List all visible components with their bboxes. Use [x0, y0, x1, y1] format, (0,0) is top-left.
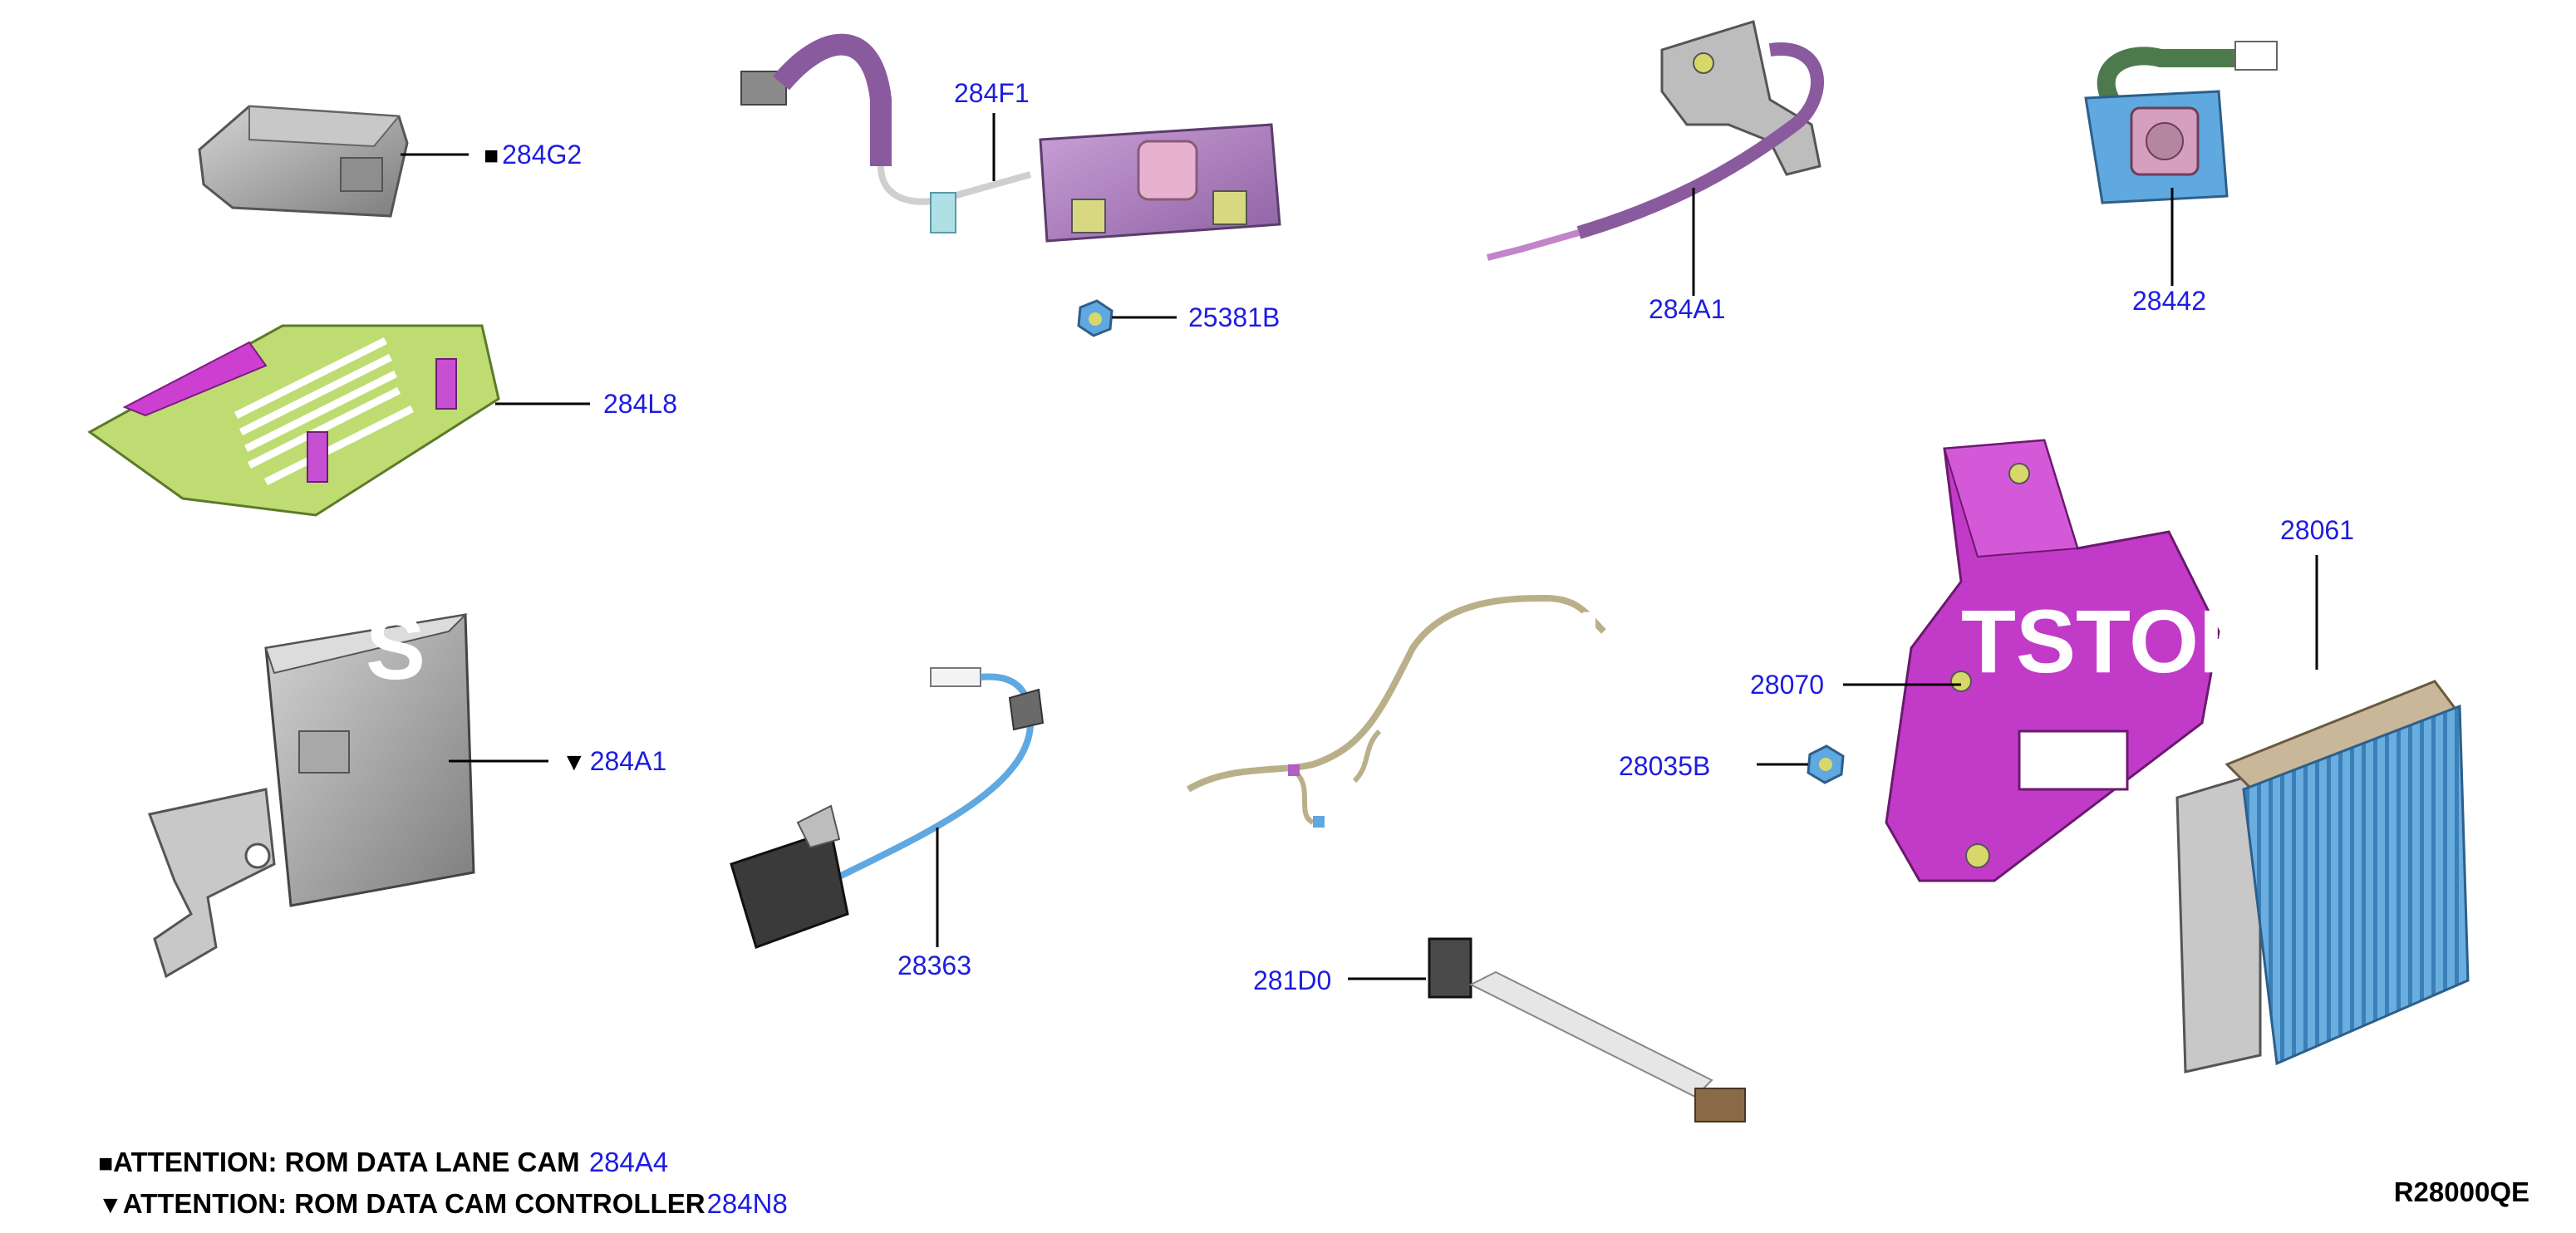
- part-label-281D0[interactable]: 281D0: [1253, 967, 1331, 994]
- square-marker: ■: [98, 1150, 114, 1177]
- part-label-28363[interactable]: 28363: [897, 952, 971, 979]
- magenta-bracket: [1885, 439, 2220, 882]
- amplifier-28061: [2175, 680, 2470, 1073]
- camera-cover-284L8: [87, 324, 500, 517]
- part-label-25381B[interactable]: 25381B: [1188, 304, 1280, 331]
- part-number: 284G2: [502, 140, 583, 169]
- part-label-284G2[interactable]: ■284G2: [484, 141, 582, 169]
- watermark-fragment-3: TSTOR: [1961, 591, 2264, 691]
- cam-controller-284A1: [147, 613, 475, 979]
- part-label-284F1[interactable]: 284F1: [954, 80, 1030, 106]
- leader-lines: [401, 113, 2318, 980]
- part-number: 28035B: [1619, 751, 1711, 781]
- part-number: 28363: [897, 951, 971, 980]
- part-number: 28070: [1750, 670, 1824, 700]
- sensor-281D0: [1428, 937, 1746, 1122]
- part-number: 28061: [2280, 515, 2354, 545]
- harness-284A1: [1487, 20, 1824, 261]
- watermark-fragment-1: S: [366, 597, 426, 698]
- diagram-code: R28000QE: [2393, 1177, 2529, 1207]
- part-label-28061[interactable]: 28061: [2280, 517, 2354, 543]
- note-text: ATTENTION: ROM DATA CAM CONTROLLER: [122, 1188, 705, 1219]
- part-number: 284A1: [1649, 294, 1726, 324]
- nut-28035B: [1807, 744, 1845, 784]
- part-number: 28442: [2132, 286, 2206, 316]
- part-label-28035B[interactable]: 28035B: [1619, 753, 1710, 779]
- part-number: 25381B: [1188, 302, 1281, 332]
- part-label-28070[interactable]: 28070: [1750, 671, 1824, 698]
- part-number: 284F1: [954, 78, 1030, 108]
- watermark-fragment-2: 1: [1562, 592, 1613, 693]
- note-part-number[interactable]: 284A4: [588, 1147, 669, 1177]
- part-label-284A1-top[interactable]: 284A1: [1649, 296, 1726, 322]
- square-marker: ■: [484, 142, 499, 169]
- note-part-number[interactable]: 284N8: [706, 1188, 788, 1219]
- cable-28363: [730, 667, 1045, 949]
- part-number: 284L8: [603, 389, 677, 419]
- part-label-28442[interactable]: 28442: [2132, 287, 2206, 314]
- attention-note-lane-cam: ■ATTENTION: ROM DATA LANE CAM 284A4: [98, 1148, 668, 1177]
- camera-module-284G2: [198, 105, 409, 218]
- part-number: 281D0: [1253, 965, 1332, 995]
- nut-25381B: [1077, 299, 1113, 337]
- triangle-marker: ▼: [562, 749, 587, 776]
- attention-note-cam-controller: ▼ATTENTION: ROM DATA CAM CONTROLLER284N8: [98, 1190, 788, 1218]
- harness-284F1: [740, 33, 1281, 243]
- part-label-284A1-mid[interactable]: ▼284A1: [562, 748, 666, 775]
- note-text: ATTENTION: ROM DATA LANE CAM: [113, 1147, 587, 1177]
- part-number: 284A1: [589, 746, 667, 776]
- camera-28442: [2084, 41, 2278, 204]
- wire-harness: [1186, 594, 1606, 828]
- part-label-284L8[interactable]: 284L8: [603, 391, 677, 417]
- triangle-marker: ▼: [98, 1191, 123, 1219]
